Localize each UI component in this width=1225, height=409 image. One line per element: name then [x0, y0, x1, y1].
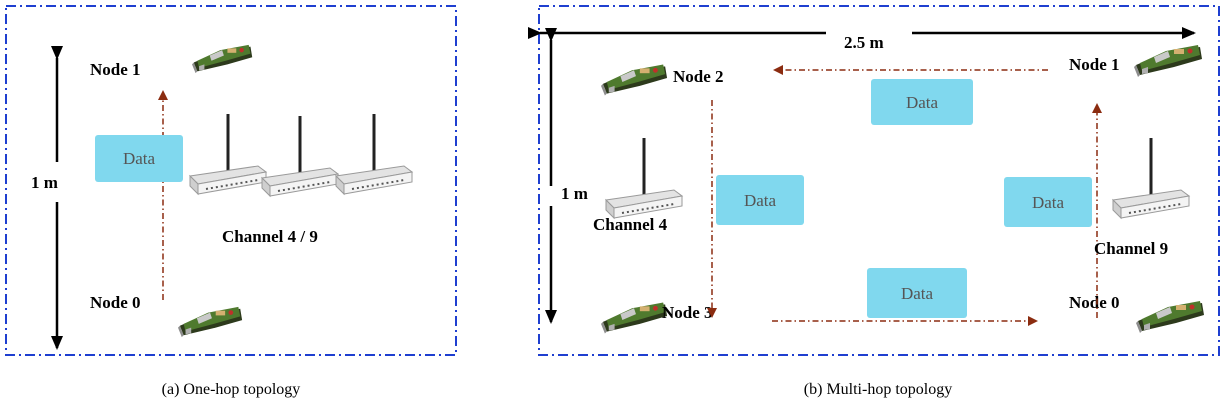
node-2-sensor-icon [601, 64, 668, 96]
distance-label-1m: 1 m [31, 173, 58, 192]
panel-a: 1 m Node 1 Node 0 Data Channel 4 / 9 [5, 5, 457, 356]
router-icon-1 [188, 112, 268, 196]
node-2-label: Node 2 [673, 67, 724, 86]
data-box-left-label: Data [744, 191, 777, 210]
distance-label-2-5m: 2.5 m [844, 33, 884, 52]
caption-b: (b) Multi-hop topology [804, 381, 952, 398]
data-box-top: Data [871, 79, 973, 125]
channel-left-label: Channel 4 [593, 215, 668, 234]
caption-a: (a) One-hop topology [162, 381, 301, 398]
node-3-sensor-icon [601, 302, 668, 334]
data-box-right-label: Data [1032, 193, 1065, 212]
node-1-sensor-icon-b [1134, 45, 1202, 77]
panel-b: 2.5 m 1 m Node 2 Node 1 Node 3 Node 0 Da… [528, 5, 1220, 356]
data-box-right: Data [1004, 177, 1092, 227]
router-icon-left [604, 136, 684, 220]
data-box-bottom-label: Data [901, 284, 934, 303]
node-1-sensor-icon [192, 44, 253, 74]
node-3-label: Node 3 [662, 303, 713, 322]
distance-label-1m-b: 1 m [561, 184, 588, 203]
data-box: Data [95, 135, 183, 182]
data-box-label: Data [123, 149, 156, 168]
node-0-sensor-icon-b [1136, 301, 1204, 333]
node-1-label: Node 1 [90, 60, 141, 79]
node-0-label: Node 0 [90, 293, 141, 312]
panel-a-border [5, 5, 457, 356]
node-1-label-b: Node 1 [1069, 55, 1120, 74]
node-0-sensor-icon [178, 306, 243, 338]
data-box-top-label: Data [906, 93, 939, 112]
panel-b-border [538, 5, 1220, 356]
channel-label: Channel 4 / 9 [222, 227, 318, 246]
router-icon-2 [260, 114, 340, 198]
router-icon-right [1111, 136, 1191, 220]
channel-right-label: Channel 9 [1094, 239, 1168, 258]
router-icon-3 [334, 112, 414, 196]
node-0-label-b: Node 0 [1069, 293, 1120, 312]
data-box-bottom: Data [867, 268, 967, 318]
data-box-left: Data [716, 175, 804, 225]
